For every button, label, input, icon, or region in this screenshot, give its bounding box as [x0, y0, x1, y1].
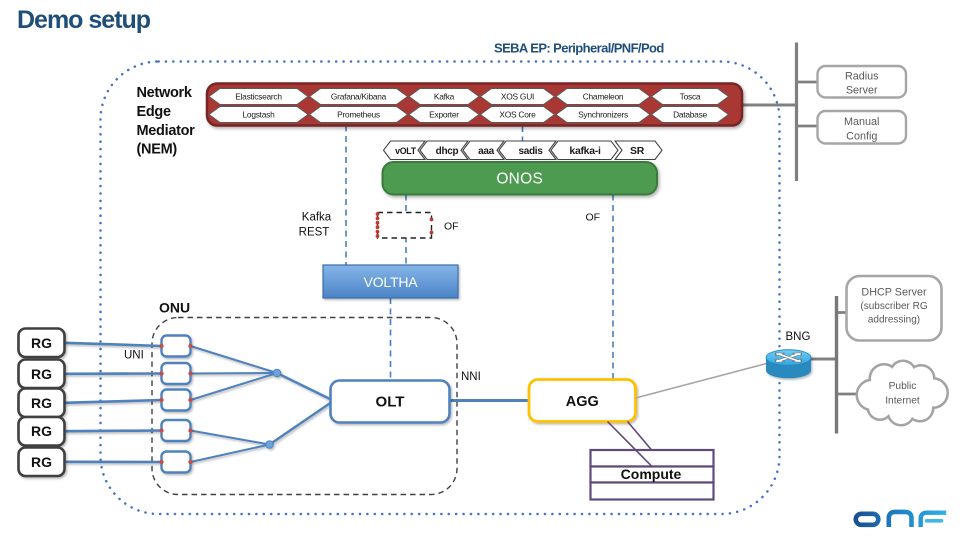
svg-text:OLT: OLT — [376, 394, 405, 411]
svg-text:addressing): addressing) — [868, 315, 920, 326]
svg-text:Demo setup: Demo setup — [17, 6, 151, 34]
svg-text:SR: SR — [630, 145, 645, 157]
svg-text:Internet: Internet — [885, 396, 920, 407]
svg-text:AGG: AGG — [566, 394, 599, 410]
svg-text:Kafka: Kafka — [302, 212, 332, 224]
svg-text:aaa: aaa — [478, 146, 495, 157]
svg-text:OF: OF — [586, 212, 601, 224]
svg-text:Mediator: Mediator — [137, 123, 196, 139]
svg-text:XOS Core: XOS Core — [499, 109, 536, 119]
svg-text:BNG: BNG — [786, 331, 811, 343]
svg-text:DHCP Server: DHCP Server — [861, 287, 927, 299]
svg-text:VOLTHA: VOLTHA — [364, 274, 419, 290]
svg-text:SEBA EP: Peripheral/PNF/Pod: SEBA EP: Peripheral/PNF/Pod — [494, 41, 664, 56]
svg-text:Compute: Compute — [621, 466, 682, 482]
svg-text:(NEM): (NEM) — [137, 142, 178, 158]
svg-text:Server: Server — [846, 85, 878, 97]
svg-text:Public: Public — [889, 381, 917, 392]
svg-text:ONU: ONU — [159, 300, 190, 316]
svg-text:Kafka: Kafka — [434, 91, 455, 101]
svg-text:Grafana/Kibana: Grafana/Kibana — [331, 91, 387, 101]
svg-text:UNI: UNI — [124, 350, 144, 362]
svg-text:Exporter: Exporter — [429, 109, 459, 119]
svg-text:OF: OF — [444, 221, 459, 233]
svg-text:RG: RG — [31, 423, 52, 439]
svg-text:Synchronizers: Synchronizers — [578, 109, 628, 119]
svg-text:Logstash: Logstash — [243, 109, 276, 119]
svg-text:Config: Config — [846, 131, 877, 143]
svg-text:Network: Network — [137, 85, 193, 101]
svg-text:Chameleon: Chameleon — [583, 91, 624, 101]
svg-text:Radius: Radius — [845, 71, 879, 83]
svg-text:RG: RG — [31, 395, 52, 411]
svg-text:Edge: Edge — [137, 104, 171, 120]
svg-text:RG: RG — [31, 335, 52, 351]
svg-text:Elasticsearch: Elasticsearch — [235, 91, 282, 101]
svg-text:(subscriber RG: (subscriber RG — [860, 301, 927, 312]
svg-text:Database: Database — [673, 109, 707, 119]
svg-text:Manual: Manual — [844, 116, 879, 128]
svg-text:dhcp: dhcp — [436, 146, 459, 157]
svg-text:NNI: NNI — [461, 371, 481, 383]
svg-text:Prometheus: Prometheus — [337, 109, 380, 119]
svg-text:vOLT: vOLT — [395, 146, 417, 156]
svg-text:REST: REST — [299, 227, 330, 239]
svg-text:Tosca: Tosca — [680, 91, 701, 101]
svg-text:ONOS: ONOS — [496, 171, 543, 188]
svg-text:sadis: sadis — [518, 146, 543, 157]
svg-text:kafka-i: kafka-i — [569, 145, 601, 157]
svg-text:XOS GUI: XOS GUI — [501, 91, 534, 101]
svg-text:RG: RG — [31, 454, 52, 470]
svg-text:RG: RG — [31, 366, 52, 382]
